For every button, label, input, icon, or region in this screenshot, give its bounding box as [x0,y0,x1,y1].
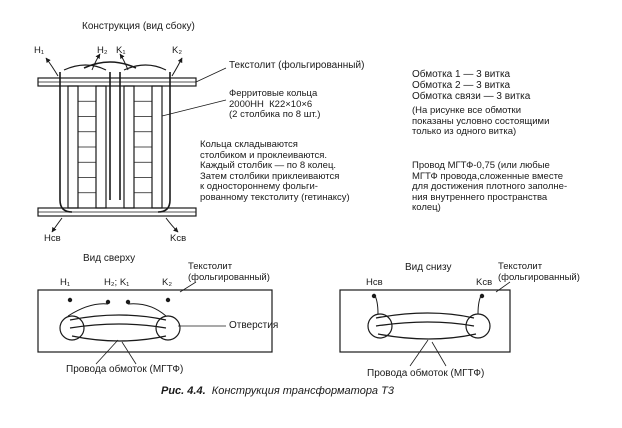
side-terminal-k2: K₂ [172,45,183,56]
top-view-textolite-label: Текстолит (фольгированный) [188,261,270,283]
top-view-drawing [37,281,273,365]
top-view-left-ring [59,315,85,341]
left-ring-stack [67,85,107,209]
winding-note: (На рисунке все обмотки показаны условно… [412,105,550,137]
assembly-note: Кольца складываются столбиком и проклеив… [200,139,350,203]
top-view-title: Вид сверху [83,253,136,264]
bottom-view-drawing [339,281,511,367]
top-terminal-h1: H₁ [60,277,71,288]
top-terminal-h2k1: H₂; K₁ [104,277,130,288]
top-view-board [37,289,273,353]
side-textolite-label: Текстолит (фольгированный) [229,60,365,71]
bottom-view-wires-label: Провода обмоток (МГТФ) [367,368,485,379]
side-terminal-h2: H₂ [97,45,108,56]
side-terminal-k1: K₁ [116,45,126,56]
side-terminal-h1: H₁ [34,45,45,56]
bottom-view-board [339,289,511,353]
bottom-terminal-hcv: Hсв [366,277,383,288]
bottom-view-title: Вид снизу [405,262,452,273]
top-view-holes [67,297,171,305]
side-view-title: Конструкция (вид сбоку) [82,21,195,32]
side-terminal-kcv: Kсв [170,233,187,244]
side-terminal-hcv: Hсв [44,233,61,244]
bottom-view-holes [371,293,485,299]
right-ring-stack [123,85,163,209]
caption-text: Конструкция трансформатора Т3 [211,385,394,397]
winding-1: Обмотка 1 — 3 витка [412,69,511,80]
winding-2: Обмотка 2 — 3 витка [412,80,511,91]
top-view-right-ring [155,315,181,341]
bottom-view-textolite-label: Текстолит (фольгированный) [498,261,580,283]
ferrite-rings-label: Ферритовые кольца 2000НН К22×10×6 (2 сто… [229,88,321,120]
winding-link: Обмотка связи — 3 витка [412,91,531,102]
top-terminal-k2: K₂ [162,277,173,288]
figure-caption: Рис. 4.4. Конструкция трансформатора Т3 [161,385,394,397]
side-view-drawing [37,53,227,233]
caption-prefix: Рис. 4.4. [161,385,206,397]
holes-label: Отверстия [229,320,279,331]
top-view-wires-label: Провода обмоток (МГТФ) [66,364,184,375]
wire-note: Провод МГТФ-0,75 (или любые МГТФ провода… [412,160,568,213]
bottom-terminal-kcv: Kсв [476,277,493,288]
bottom-view-left-ring [367,313,393,339]
